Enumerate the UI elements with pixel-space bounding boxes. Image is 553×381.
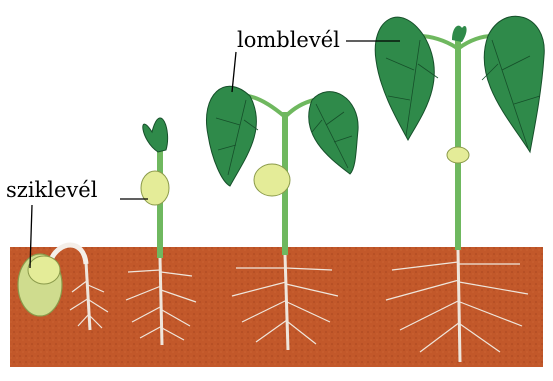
- seed-cotyledon: [28, 256, 60, 284]
- foliage-leaf-label: lomblevél: [237, 30, 340, 51]
- stage4-leaf-right: [484, 16, 544, 152]
- lomblevel-leader-line: [232, 52, 236, 92]
- stage2-folded-leaf: [143, 118, 168, 152]
- stage4-stem: [455, 40, 461, 250]
- stage4-top-bud: [452, 26, 467, 42]
- stage4-cotyledon: [447, 147, 469, 163]
- stage3-cotyledon: [254, 164, 290, 196]
- stage3-leaf-left: [206, 86, 256, 186]
- stage2-cotyledon: [141, 171, 169, 205]
- cotyledon-label: sziklevél: [6, 180, 97, 201]
